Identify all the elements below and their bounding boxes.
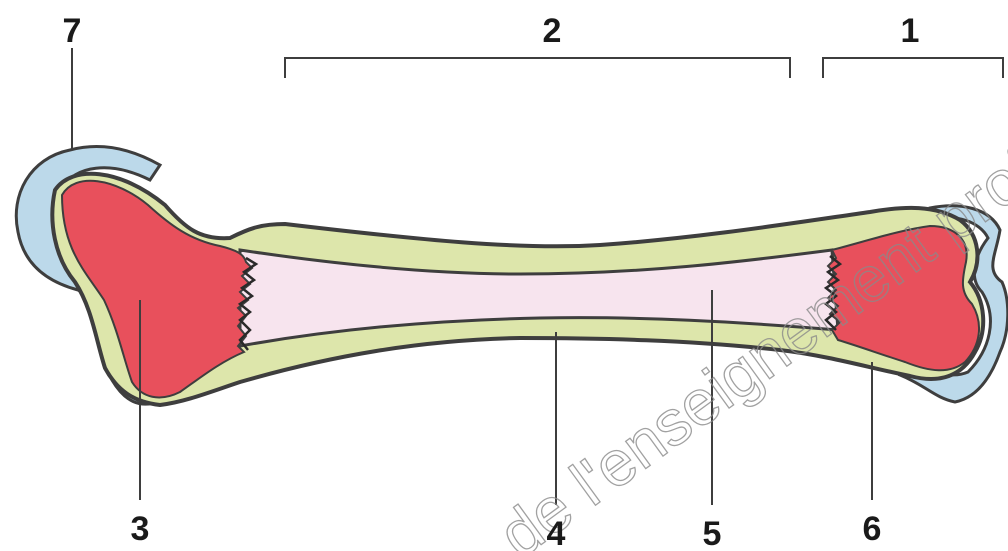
label-2: 2	[543, 12, 562, 50]
label-6: 6	[863, 510, 882, 548]
label-1: 1	[901, 12, 920, 50]
bracket-diaphysis	[285, 58, 790, 78]
bracket-epiphysis	[823, 58, 1003, 78]
label-3: 3	[131, 510, 150, 548]
label-5: 5	[703, 515, 722, 551]
label-4: 4	[547, 515, 566, 551]
label-7: 7	[63, 12, 82, 50]
